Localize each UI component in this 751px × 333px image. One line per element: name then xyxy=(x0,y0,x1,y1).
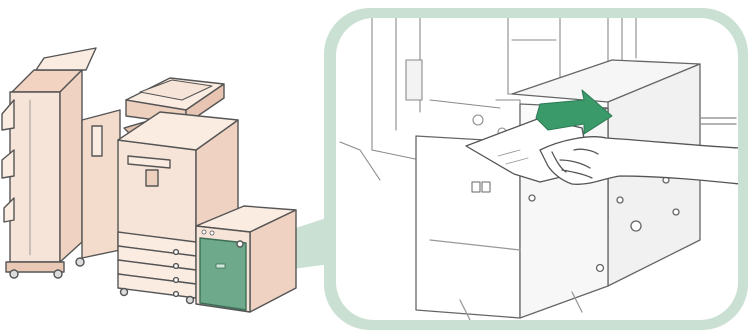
finisher-bridge xyxy=(82,110,120,258)
printer-overview xyxy=(2,48,296,312)
paper-deck-unit xyxy=(196,206,296,312)
callout-panel xyxy=(324,8,748,330)
